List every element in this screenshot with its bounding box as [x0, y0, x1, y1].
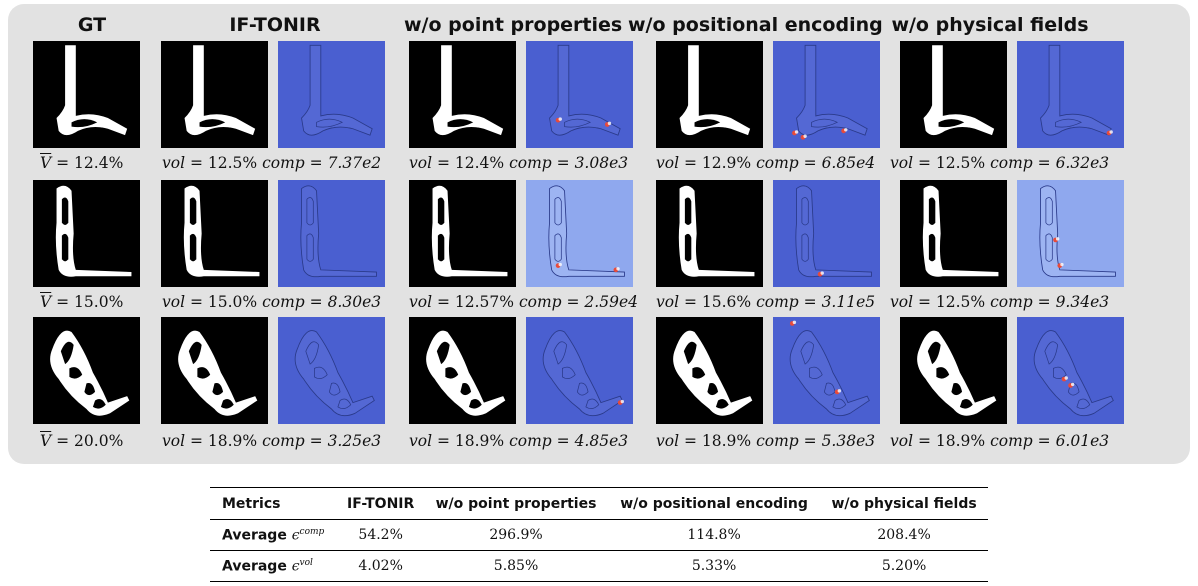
wo-physical-fields-metrics-caption: vol = 12.5% comp = 9.34e3 [890, 293, 1110, 311]
wo-positional-encoding-stress-field-image [773, 41, 880, 148]
table-cell: 5.85% [493, 558, 539, 574]
if-tonir-stress-field-image [278, 41, 385, 148]
table-header-cell: w/o point properties [424, 487, 609, 520]
gt-volume-caption: V = 12.4% [40, 154, 124, 172]
wo-point-properties-metrics-caption: vol = 12.4% comp = 3.08e3 [409, 154, 629, 172]
gt-mask-image [33, 180, 140, 287]
wo-positional-encoding-mask-image [656, 180, 763, 287]
gt-volume-caption: V = 20.0% [40, 432, 124, 450]
wo-point-properties-stress-field-image [526, 180, 633, 287]
if-tonir-metrics-caption: vol = 18.9% comp = 3.25e3 [162, 432, 382, 450]
if-tonir-mask-image [161, 180, 268, 287]
wo-physical-fields-stress-field-image [1017, 41, 1124, 148]
wo-point-properties-stress-field-image [526, 41, 633, 148]
wo-point-properties-mask-image [409, 317, 516, 424]
wo-point-properties-metrics-caption: vol = 12.57% comp = 2.59e4 [409, 293, 638, 311]
wo-point-properties-mask-image [409, 180, 516, 287]
wo-positional-encoding-metrics-caption: vol = 15.6% comp = 3.11e5 [656, 293, 876, 311]
wo-physical-fields-mask-image [900, 317, 1007, 424]
wo-physical-fields-metrics-caption: vol = 12.5% comp = 6.32e3 [890, 154, 1110, 172]
if-tonir-metrics-caption: vol = 15.0% comp = 8.30e3 [162, 293, 382, 311]
wo-positional-encoding-metrics-caption: vol = 18.9% comp = 5.38e3 [656, 432, 876, 450]
wo-physical-fields-mask-image [900, 180, 1007, 287]
gt-mask-image [33, 41, 140, 148]
wo-physical-fields-stress-field-image [1017, 180, 1124, 287]
column-title-if-tonir: IF-TONIR [229, 14, 321, 36]
wo-physical-fields-metrics-caption: vol = 18.9% comp = 6.01e3 [890, 432, 1110, 450]
metric-label: Average ϵvol [222, 557, 313, 575]
if-tonir-mask-image [161, 41, 268, 148]
wo-positional-encoding-mask-image [656, 317, 763, 424]
wo-point-properties-metrics-caption: vol = 18.9% comp = 4.85e3 [409, 432, 629, 450]
wo-positional-encoding-mask-image [656, 41, 763, 148]
table-cell: 296.9% [424, 519, 609, 551]
table-row: Average ϵvol 4.02% 5.85% 5.33% 5.20% [210, 551, 988, 582]
table-header-cell: IF-TONIR [337, 487, 424, 520]
column-title-wo-positional-encoding: w/o positional encoding [628, 14, 883, 36]
wo-physical-fields-mask-image [900, 41, 1007, 148]
wo-point-properties-mask-image [409, 41, 516, 148]
if-tonir-mask-image [161, 317, 268, 424]
metrics-table: Metrics IF-TONIR w/o point properties w/… [210, 487, 988, 582]
table-cell: 5.33% [691, 558, 737, 574]
table-cell: 4.02% [358, 558, 403, 574]
wo-physical-fields-stress-field-image [1017, 317, 1124, 424]
if-tonir-stress-field-image [278, 180, 385, 287]
gt-mask-image [33, 317, 140, 424]
table-cell: 114.8% [608, 519, 821, 551]
gt-volume-caption: V = 15.0% [40, 293, 124, 311]
wo-positional-encoding-stress-field-image [773, 180, 880, 287]
table-header-cell: Metrics [210, 487, 338, 520]
column-title-wo-point-properties: w/o point properties [404, 14, 623, 36]
table-header-row: Metrics IF-TONIR w/o point properties w/… [210, 487, 988, 520]
column-title-wo-physical-fields: w/o physical fields [891, 14, 1089, 36]
table-cell: 54.2% [337, 519, 424, 551]
column-title-gt: GT [77, 14, 107, 36]
metric-label: Average ϵcomp [210, 519, 338, 551]
if-tonir-metrics-caption: vol = 12.5% comp = 7.37e2 [162, 154, 382, 172]
table-header-cell: w/o positional encoding [608, 487, 821, 520]
table-cell: 208.4% [820, 519, 988, 551]
if-tonir-stress-field-image [278, 317, 385, 424]
wo-point-properties-stress-field-image [526, 317, 633, 424]
table-header-cell: w/o physical fields [820, 487, 988, 520]
wo-positional-encoding-stress-field-image [773, 317, 880, 424]
wo-positional-encoding-metrics-caption: vol = 12.9% comp = 6.85e4 [656, 154, 876, 172]
table-cell: 5.20% [881, 558, 927, 574]
table-row: Average ϵcomp 54.2% 296.9% 114.8% 208.4% [210, 519, 988, 551]
